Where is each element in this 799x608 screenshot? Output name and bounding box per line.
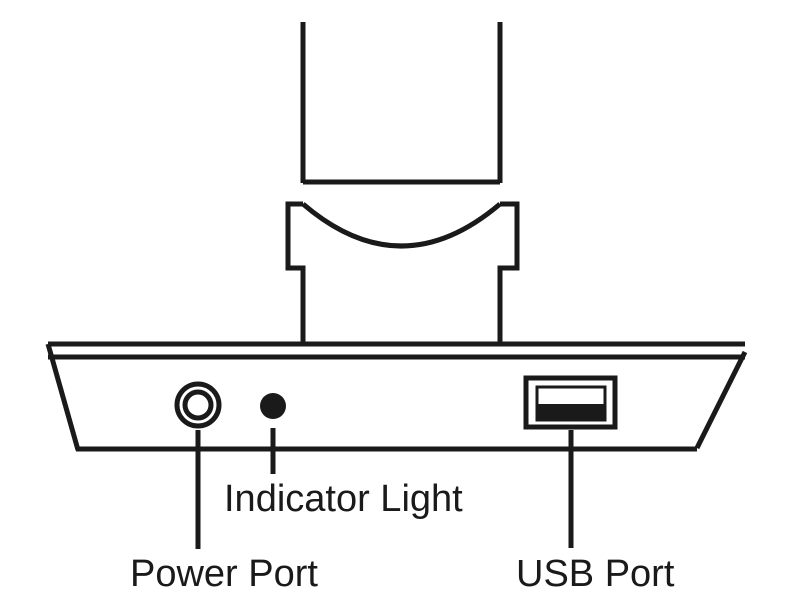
indicator-light-dot <box>260 393 286 419</box>
device-base <box>45 341 748 452</box>
usb-port-label: USB Port <box>516 553 675 595</box>
power-port-icon <box>174 381 222 429</box>
usb-port-tongue <box>537 404 605 420</box>
indicator-light-label: Indicator Light <box>224 478 463 520</box>
power-port-label: Power Port <box>130 553 318 595</box>
stand-bracket <box>285 201 520 344</box>
stand-pole <box>300 22 503 185</box>
